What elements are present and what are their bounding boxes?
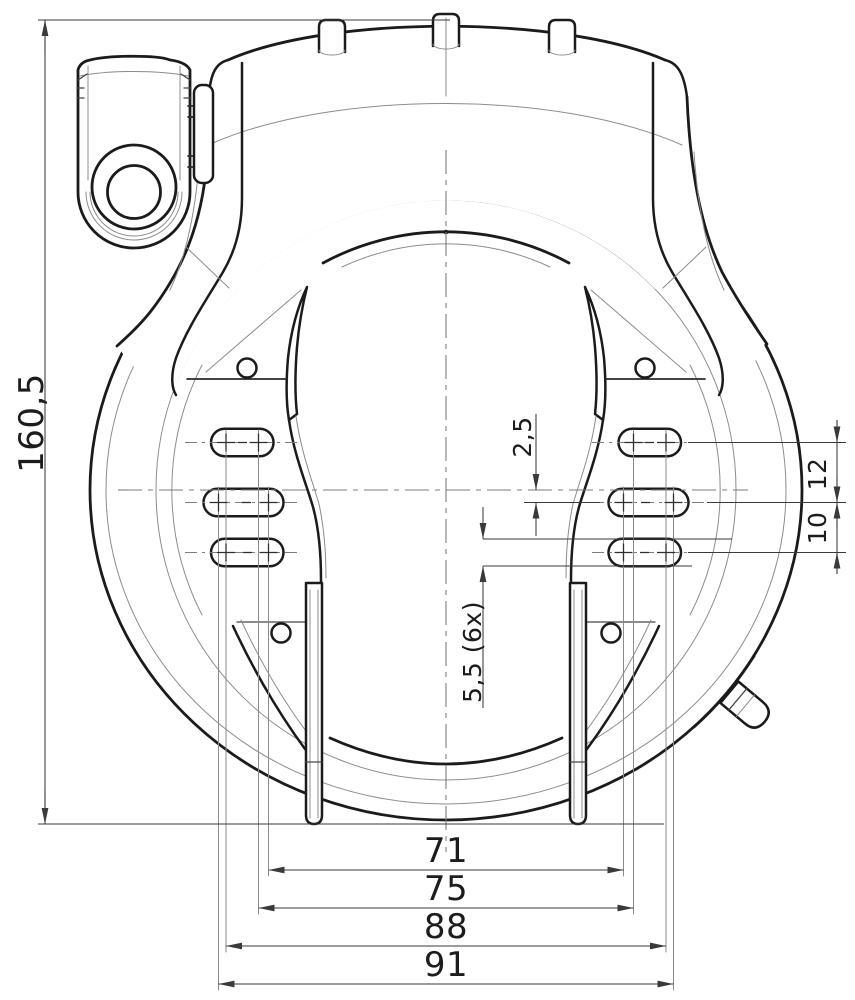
key-cylinder xyxy=(76,54,215,250)
row-pitch-upper-label: 12 xyxy=(803,458,832,491)
center-offset-label: 2,5 xyxy=(508,416,537,457)
dimension-center-offset: 2,5 xyxy=(508,414,600,536)
cylinder-connector xyxy=(187,83,215,185)
dimension-slot-width: 5,5 (6x) xyxy=(458,507,732,708)
width-inner-label: 71 xyxy=(424,831,468,871)
width-outer-label: 88 xyxy=(424,907,468,947)
dimension-width-71: 71 xyxy=(268,831,624,874)
shutter-blades xyxy=(285,285,607,600)
width-full-label: 91 xyxy=(424,945,468,985)
dimension-width-88: 88 xyxy=(226,907,666,950)
latch-tab xyxy=(692,654,770,729)
screw-hole xyxy=(270,622,292,644)
row-pitch-lower-label: 10 xyxy=(803,512,832,545)
slot-width-label: 5,5 (6x) xyxy=(458,601,487,703)
overall-height-label: 160,5 xyxy=(12,373,52,473)
dimension-width-91: 91 xyxy=(218,945,674,988)
dimension-row-pitches: 12 10 xyxy=(688,420,846,574)
screw-hole xyxy=(600,622,622,644)
screw-hole xyxy=(634,357,656,379)
dimension-overall-height: 160,5 xyxy=(12,19,664,825)
width-mid-label: 75 xyxy=(424,869,468,909)
centerlines xyxy=(118,17,748,991)
dimensions: 160,5 2,5 12 10 5,5 (6 xyxy=(12,19,846,988)
dimension-width-75: 75 xyxy=(258,869,634,912)
screw-hole xyxy=(236,357,258,379)
slot-crosses xyxy=(209,433,683,562)
